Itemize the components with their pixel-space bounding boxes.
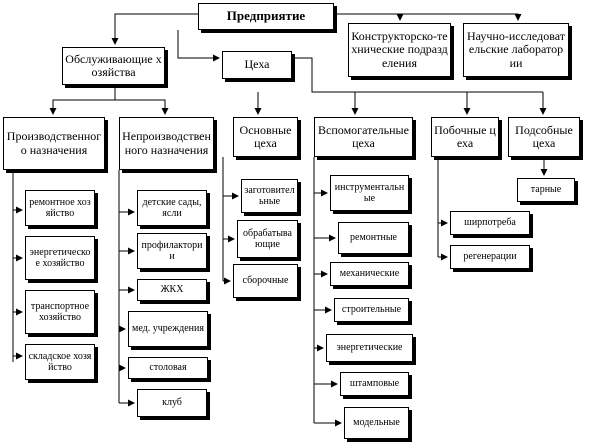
design-engineering-label: Конструкторско-технические подразделения <box>351 28 448 70</box>
auxiliary-leaf-4-label: строительные <box>341 304 402 316</box>
auxiliary-leaf-6: штамповые <box>340 372 409 396</box>
wire-root-to-research <box>334 13 522 21</box>
side-workshop-leaf-2: регенерации <box>450 245 530 269</box>
auxiliary-workshops-label: Вспомогательные цеха <box>318 122 409 150</box>
non-production-purpose-label: Непроизводственного назначения <box>122 129 211 157</box>
main-workshop-leaf-1-label: заготовительные <box>244 184 295 207</box>
main-workshop-leaf-2: обрабатывающие <box>237 220 298 258</box>
auxiliary-leaf-3: механические <box>330 262 409 286</box>
non-production-leaf-5-label: столовая <box>149 362 187 374</box>
production-leaf-3-label: транспортное хозяйство <box>30 300 90 323</box>
production-leaf-2: энергетическое хозяйство <box>25 236 95 280</box>
side-workshops-label: Побочные цеха <box>434 122 496 150</box>
enterprise-label: Предприятие <box>226 8 306 24</box>
side-workshops-box: Побочные цеха <box>431 117 499 157</box>
side-workshop-leaf-1: ширпотреба <box>450 211 530 235</box>
production-leaf-4-label: складское хозяйство <box>28 350 92 373</box>
research-labs-label: Научно-исследовательские лаборатории <box>467 28 565 70</box>
auxiliary-leaf-5: энергетические <box>326 334 413 362</box>
subsidiary-workshops-label: Подсобные цеха <box>515 122 573 150</box>
main-workshops-label: Основные цеха <box>239 122 292 150</box>
wire-service-to-production <box>49 88 116 115</box>
wire-root-to-workshops <box>177 30 220 62</box>
production-leaf-2-label: энергетическое хозяйство <box>29 246 91 269</box>
wire-service-to-nonproduction <box>114 88 169 115</box>
auxiliary-leaf-1-label: инструментальные <box>334 181 405 204</box>
research-labs-box: Научно-исследовательские лаборатории <box>463 23 569 77</box>
production-leaf-4: складское хозяйство <box>25 344 95 380</box>
non-production-leaf-5: столовая <box>128 357 208 379</box>
non-production-purpose-box: Непроизводственного назначения <box>119 117 214 170</box>
subsidiary-leaf-1: тарные <box>517 178 575 202</box>
wire-workshops-bus <box>295 57 543 93</box>
main-workshop-leaf-2-label: обрабатывающие <box>243 227 292 250</box>
production-leaf-1: ремонтное хозяйство <box>25 190 95 226</box>
main-workshop-leaf-3-label: сборочные <box>242 275 289 287</box>
auxiliary-leaf-6-label: штамповые <box>349 378 400 390</box>
service-facilities-box: Обслуживающие хозяйства <box>62 47 165 85</box>
wire-root-to-service <box>111 13 198 45</box>
production-purpose-box: Производственного назначения <box>3 117 105 170</box>
auxiliary-leaf-7: модельные <box>344 407 409 439</box>
non-production-leaf-4: мед. учреждения <box>128 311 208 347</box>
workshops-label: Цеха <box>244 57 270 72</box>
wire-root-to-design <box>334 13 404 21</box>
subsidiary-workshops-box: Подсобные цеха <box>508 117 580 157</box>
non-production-leaf-6-label: клуб <box>162 397 182 409</box>
non-production-leaf-3-label: ЖКХ <box>160 284 184 296</box>
side-workshop-leaf-1-label: ширпотреба <box>464 217 516 229</box>
non-production-leaf-1-label: детские сады, ясли <box>142 196 202 219</box>
enterprise-box: Предприятие <box>198 3 334 30</box>
non-production-leaf-4-label: мед. учреждения <box>132 323 204 335</box>
non-production-leaf-2-label: профилактории <box>141 239 203 262</box>
design-engineering-box: Конструкторско-технические подразделения <box>348 23 451 77</box>
non-production-leaf-1: детские сады, ясли <box>137 190 207 226</box>
auxiliary-leaf-7-label: модельные <box>353 417 400 429</box>
non-production-leaf-3: ЖКХ <box>137 279 207 301</box>
production-leaf-1-label: ремонтное хозяйство <box>29 196 91 219</box>
non-production-leaf-6: клуб <box>137 389 207 417</box>
auxiliary-leaf-2: ремонтные <box>338 222 409 254</box>
auxiliary-leaf-3-label: механические <box>339 268 400 280</box>
side-workshop-leaf-2-label: регенерации <box>463 251 517 263</box>
workshops-box: Цеха <box>222 51 292 79</box>
auxiliary-leaf-1: инструментальные <box>330 175 409 211</box>
auxiliary-leaf-4: строительные <box>334 298 409 322</box>
auxiliary-leaf-5-label: энергетические <box>336 342 403 354</box>
production-purpose-label: Производственного назначения <box>6 129 102 157</box>
non-production-leaf-2: профилактории <box>137 233 207 269</box>
main-workshops-box: Основные цеха <box>233 117 298 157</box>
service-facilities-label: Обслуживающие хозяйства <box>65 51 162 79</box>
main-workshop-leaf-1: заготовительные <box>241 179 298 213</box>
production-leaf-3: транспортное хозяйство <box>25 290 95 334</box>
auxiliary-workshops-box: Вспомогательные цеха <box>314 117 413 157</box>
auxiliary-leaf-2-label: ремонтные <box>350 232 397 244</box>
main-workshop-leaf-3: сборочные <box>233 264 298 298</box>
subsidiary-leaf-1-label: тарные <box>530 184 562 196</box>
